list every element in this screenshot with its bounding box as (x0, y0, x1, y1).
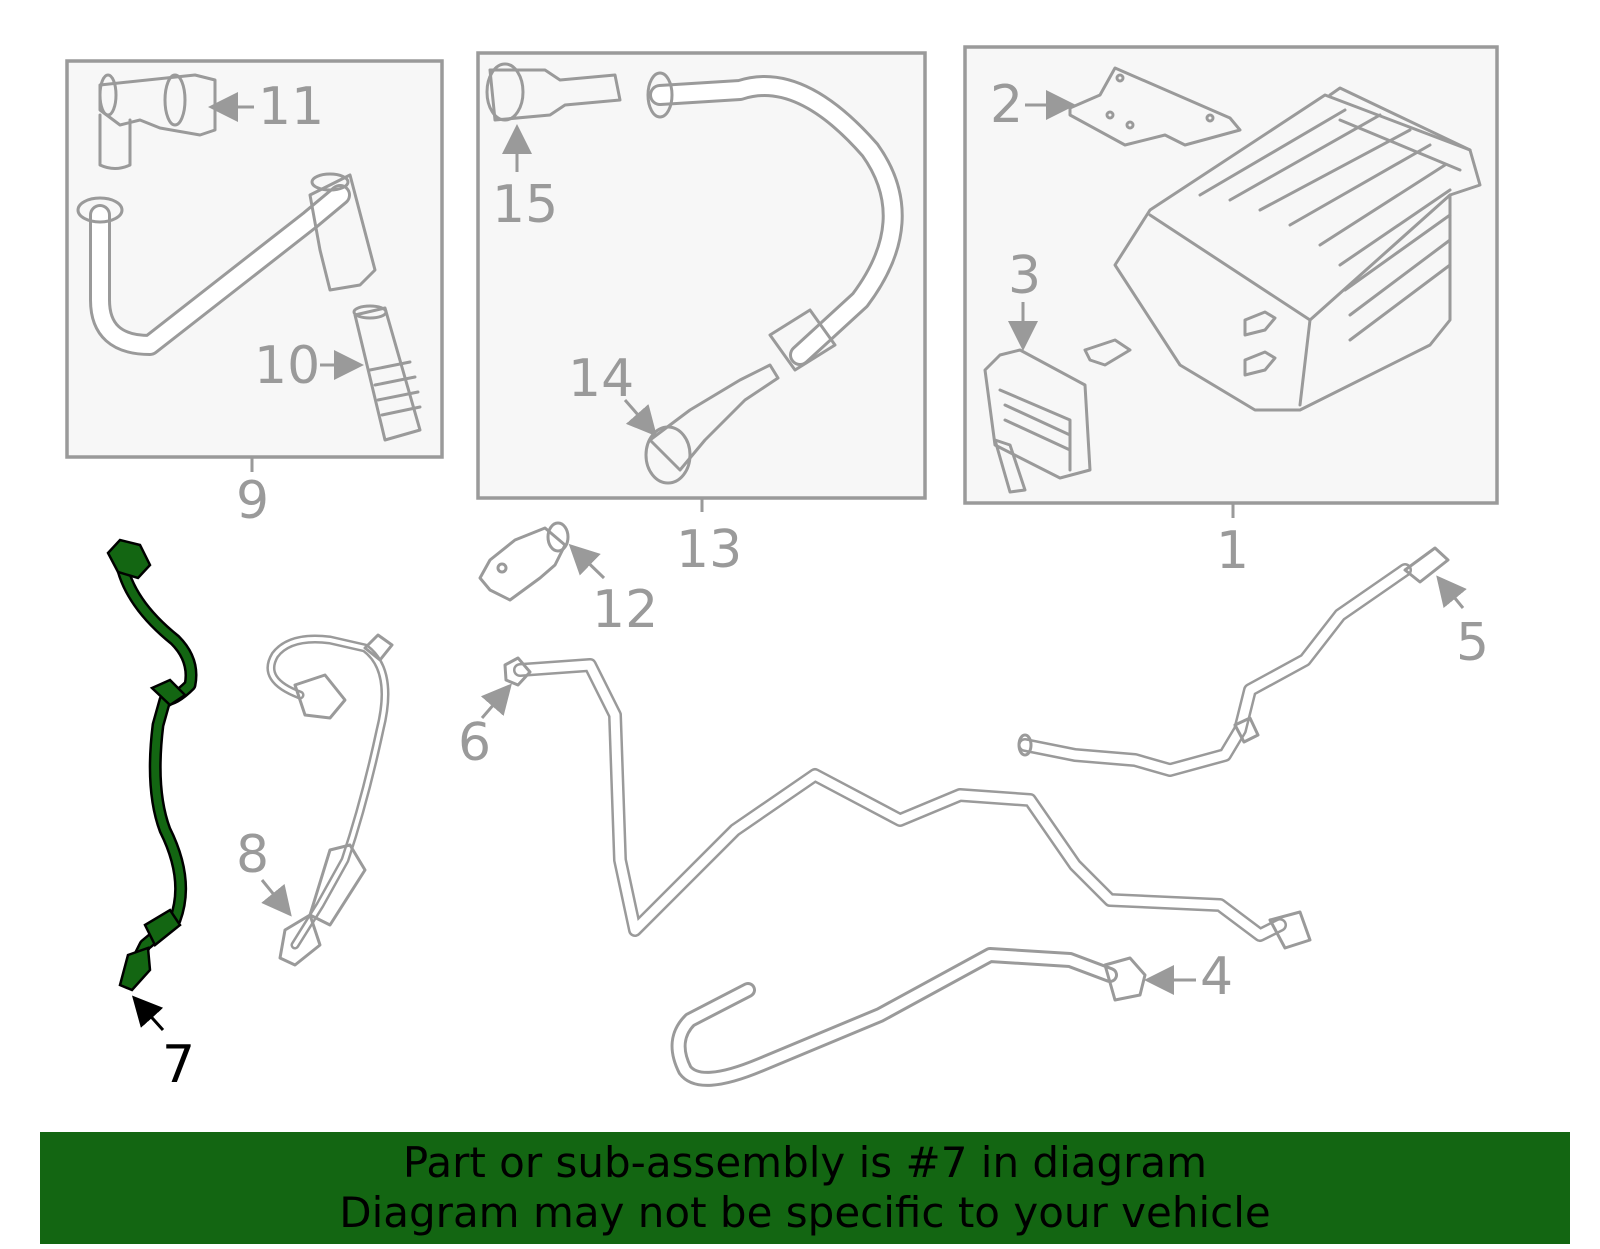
callout-4: 4 (1200, 947, 1233, 1007)
part-2-bracket (1068, 66, 1242, 147)
banner-line-2: Diagram may not be specific to your vehi… (339, 1188, 1271, 1237)
part-12-grommet (478, 521, 570, 602)
part-15-connector (485, 62, 622, 122)
callout-10: 10 (254, 336, 320, 396)
parts-diagram: 11 10 9 15 14 13 (65, 45, 1499, 1095)
callout-14: 14 (568, 349, 634, 409)
part-14-connector (644, 363, 780, 485)
part-11-elbow (98, 73, 217, 170)
callout-8: 8 (236, 825, 269, 885)
part-6-tube (503, 656, 1312, 950)
callout-2: 2 (990, 75, 1023, 135)
part-1-canister (1113, 86, 1482, 412)
assembly-box-9: 11 10 (65, 59, 444, 459)
callout-6: 6 (458, 713, 491, 773)
part-4-hose (670, 947, 1147, 1087)
part-10-grommet (352, 304, 422, 442)
callout-3: 3 (1008, 246, 1041, 306)
callout-9: 9 (236, 471, 269, 531)
part-5-tube (1017, 546, 1450, 777)
part-info-banner: Part or sub-assembly is #7 in diagram Di… (40, 1132, 1570, 1244)
part-8-oxygen-sensor (266, 633, 394, 967)
callout-12: 12 (592, 580, 658, 640)
callout-7: 7 (162, 1035, 195, 1095)
assembly-box-1: 2 3 (963, 45, 1499, 505)
assembly-box-13: 15 14 (476, 51, 927, 500)
banner-line-1: Part or sub-assembly is #7 in diagram (402, 1138, 1208, 1187)
callout-1: 1 (1216, 521, 1249, 581)
callout-11: 11 (258, 77, 324, 137)
part-7-oxygen-sensor (106, 538, 198, 992)
part-3-valve (983, 338, 1132, 494)
part-9-hose (76, 172, 377, 356)
callout-15: 15 (492, 175, 558, 235)
part-13-hose (646, 71, 904, 372)
callout-13: 13 (676, 520, 742, 580)
callout-5: 5 (1456, 613, 1489, 673)
